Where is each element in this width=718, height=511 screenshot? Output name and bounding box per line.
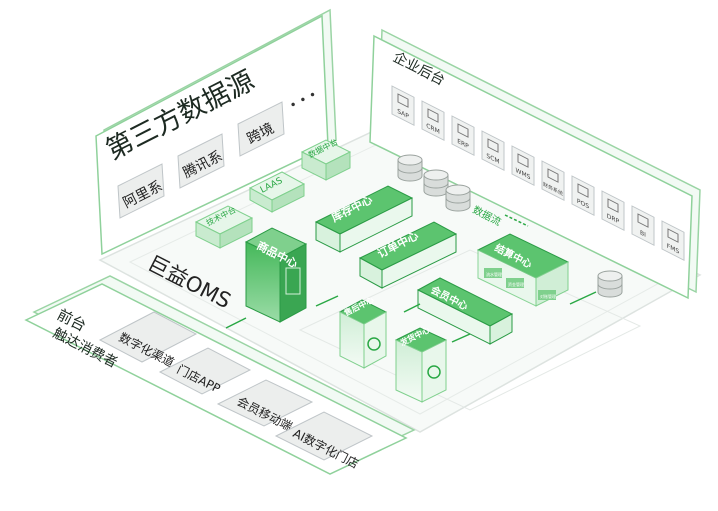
source-ali: 阿里系 — [117, 163, 165, 219]
third-party-panel: 第三方数据源 阿里系 腾讯系 跨境 • • • — [95, 8, 337, 256]
system-scm: SCM — [481, 130, 505, 171]
data-platform-block: 数据中台 — [300, 136, 352, 181]
source-tencent: 腾讯系 — [177, 133, 225, 189]
goods-center: 商品中心 — [244, 227, 308, 323]
arrow-icon — [569, 291, 597, 305]
system-sap-label: SAP — [397, 107, 409, 121]
mgmt-tags: 流水管理 资金管理 对账管理 — [484, 268, 556, 300]
channel-store-app: 门店APP — [158, 347, 252, 396]
system-bi: BI — [631, 205, 655, 246]
database-icon — [397, 154, 423, 182]
enterprise-systems: SAP CRM ERP SCM WMS — [391, 85, 685, 261]
system-sap: SAP — [391, 85, 415, 126]
mgmt-tag-flow: 流水管理 — [486, 271, 502, 277]
enterprise-panel: 企业后台 SAP CRM ERP SCM — [369, 28, 701, 300]
arrow-icon — [451, 333, 471, 343]
system-crm: CRM — [421, 100, 445, 141]
inventory-center: 库存中心 — [314, 185, 414, 253]
mgmt-tag-fund: 资金管理 — [508, 281, 524, 287]
database-icon — [597, 270, 623, 298]
database-icons — [397, 154, 623, 298]
mgmt-tag-reconcile: 对账管理 — [540, 293, 556, 299]
after-sale-icon — [367, 337, 381, 351]
order-center: 订单中心 — [358, 221, 458, 289]
system-erp: ERP — [451, 115, 475, 156]
system-pos: POS — [571, 175, 595, 216]
database-icon — [423, 169, 449, 197]
after-sale-center: 售后中心 — [338, 294, 388, 369]
member-center: 会员中心 — [416, 277, 514, 345]
system-drp: DRP — [601, 190, 625, 231]
system-bi-label: BI — [640, 228, 646, 239]
delivery-icon — [427, 365, 441, 379]
delivery-center: 发货中心 — [394, 324, 448, 403]
system-erp-label: ERP — [457, 137, 469, 150]
laas-block: LAAS — [248, 171, 306, 213]
arrow-icon — [315, 295, 339, 307]
arrow-icon — [225, 317, 247, 329]
source-crossborder: 跨境 — [237, 101, 285, 157]
arrow-icon — [403, 303, 421, 313]
settlement-center: 结算中心 流水管理 资金管理 对账管理 — [476, 233, 570, 307]
system-wms: WMS — [511, 145, 535, 186]
database-icon — [445, 184, 471, 212]
system-fms: FMS — [661, 220, 685, 261]
